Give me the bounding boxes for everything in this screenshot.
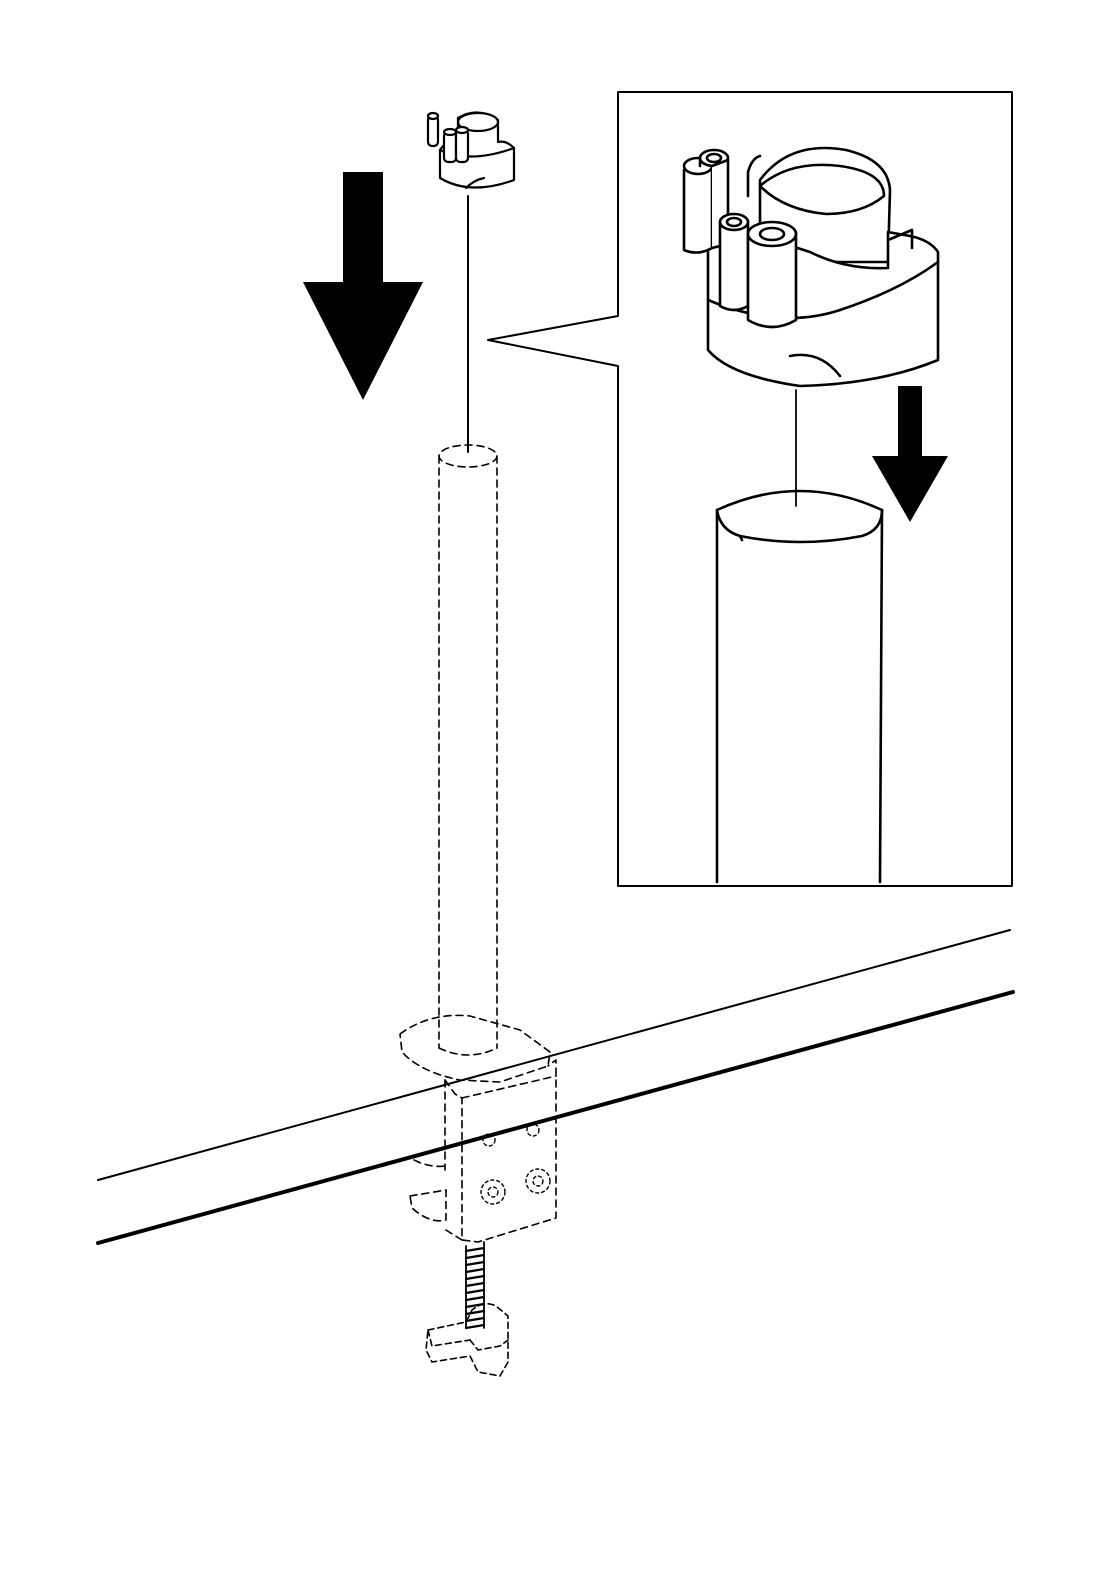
screw-thread (466, 1318, 484, 1321)
down-arrow-main-icon (303, 172, 423, 400)
screw-thread (466, 1269, 484, 1272)
screw-thread (466, 1297, 484, 1300)
screw-thread (466, 1311, 484, 1314)
screw-thread (466, 1283, 484, 1286)
screw-thread (466, 1255, 484, 1258)
pole (439, 445, 497, 1055)
screw-thread (466, 1248, 484, 1251)
screw-thread (466, 1262, 484, 1265)
cable-clip (428, 112, 514, 188)
screw-thread (466, 1290, 484, 1293)
detail-callout (488, 92, 1012, 886)
screw-thread (466, 1276, 484, 1279)
screw-thread (466, 1325, 484, 1328)
desk-clamp (400, 1015, 556, 1242)
